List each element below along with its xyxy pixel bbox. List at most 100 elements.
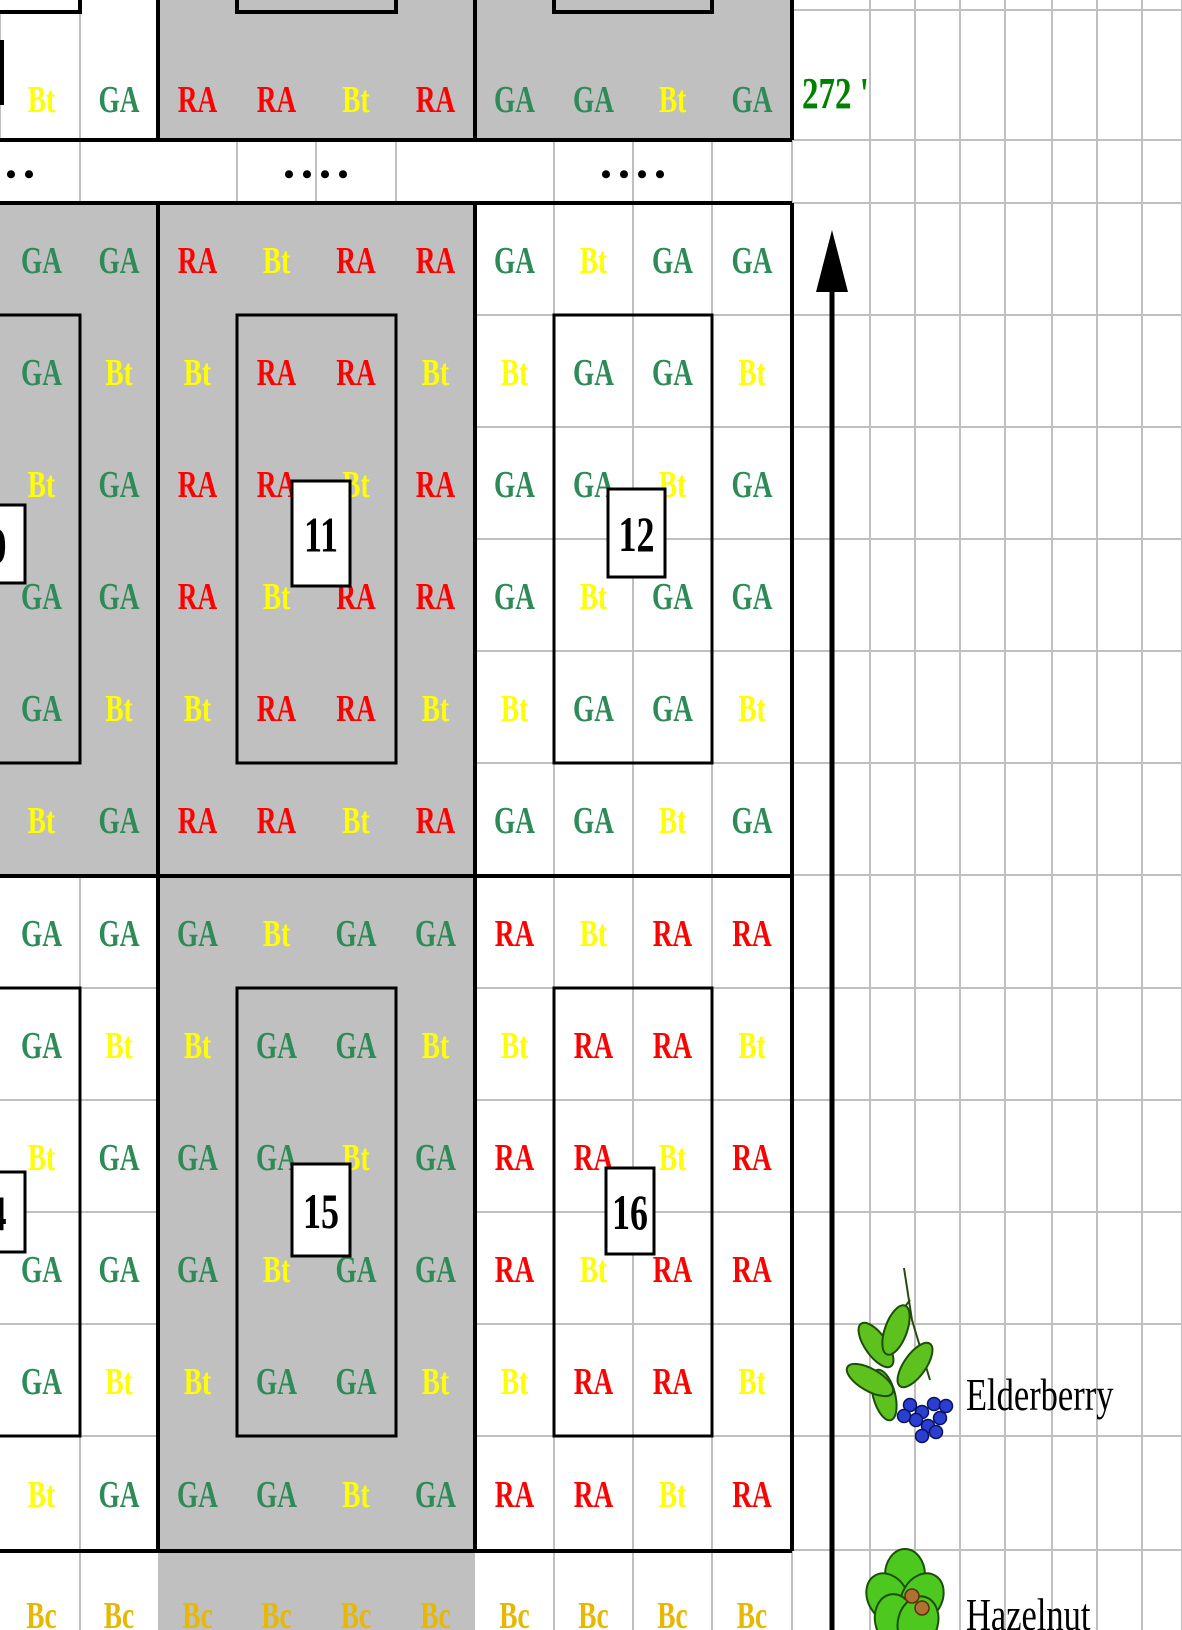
plant-code: GA <box>573 800 614 842</box>
plant-code: GA <box>335 913 376 955</box>
plant-code: Bt <box>105 1025 132 1067</box>
plant-code: GA <box>256 1025 297 1067</box>
plant-code: RA <box>653 1249 693 1291</box>
hazelnut-icon <box>858 1549 953 1630</box>
plant-code: RA <box>257 688 297 730</box>
ellipsis-dots: • • • • <box>284 158 349 191</box>
berry <box>916 1430 929 1443</box>
plant-code: Bc <box>182 1595 212 1630</box>
plot-number: 11 <box>304 508 338 563</box>
plant-code: Bt <box>28 1474 55 1516</box>
ellipsis-dots: • • • • <box>601 158 666 191</box>
plant-code: GA <box>98 1137 139 1179</box>
plant-code: RA <box>653 1361 693 1403</box>
legend-label-hazelnut: Hazelnut <box>966 1589 1091 1630</box>
plant-code: RA <box>257 352 297 394</box>
legend-label-elderberry: Elderberry <box>966 1369 1114 1420</box>
plant-code: GA <box>494 79 535 121</box>
plant-code: RA <box>178 79 218 121</box>
berry <box>934 1412 947 1425</box>
plant-code: RA <box>732 1137 772 1179</box>
plant-code: GA <box>335 1025 376 1067</box>
plant-code: RA <box>574 1474 614 1516</box>
plant-code: GA <box>21 576 62 618</box>
plant-code: GA <box>731 464 772 506</box>
plant-code: Bt <box>28 79 55 121</box>
plant-code: GA <box>21 1025 62 1067</box>
plot-number: 15 <box>303 1184 339 1239</box>
plant-code: Bt <box>580 1249 607 1291</box>
plant-code: GA <box>21 688 62 730</box>
plant-code: Bt <box>501 1025 528 1067</box>
plant-code: Bt <box>738 1361 765 1403</box>
border <box>0 0 80 12</box>
nut <box>915 1601 929 1615</box>
plant-code: GA <box>98 1474 139 1516</box>
edge-mark <box>0 40 4 105</box>
plant-code: RA <box>336 688 376 730</box>
plant-code: Bt <box>659 79 686 121</box>
berry <box>940 1400 953 1413</box>
plant-code: Bt <box>184 352 211 394</box>
plant-code: RA <box>416 240 456 282</box>
plant-code: Bt <box>263 913 290 955</box>
plant-code: GA <box>415 1249 456 1291</box>
plant-code: GA <box>98 913 139 955</box>
plant-code: RA <box>495 1249 535 1291</box>
plant-code: GA <box>177 1249 218 1291</box>
plant-code: RA <box>732 1249 772 1291</box>
plant-code: GA <box>335 1361 376 1403</box>
plant-code: GA <box>256 1474 297 1516</box>
plant-code: Bt <box>659 1137 686 1179</box>
plant-code: Bt <box>28 800 55 842</box>
berry <box>930 1426 943 1439</box>
plant-code: GA <box>731 576 772 618</box>
plant-code: RA <box>495 1474 535 1516</box>
plant-code: Bt <box>342 79 369 121</box>
plant-code: RA <box>336 352 376 394</box>
plant-code: Bt <box>184 688 211 730</box>
plant-code: RA <box>732 1474 772 1516</box>
plant-code: RA <box>416 79 456 121</box>
plant-code: GA <box>98 800 139 842</box>
plant-code: GA <box>731 240 772 282</box>
plant-code: Bc <box>341 1595 371 1630</box>
plant-code: GA <box>731 800 772 842</box>
plant-code: Bt <box>738 688 765 730</box>
plant-code: GA <box>415 913 456 955</box>
plant-code: Bt <box>422 1361 449 1403</box>
plant-code: Bc <box>420 1595 450 1630</box>
plant-code: GA <box>177 1137 218 1179</box>
plant-code: Bt <box>501 352 528 394</box>
plant-code: RA <box>574 1025 614 1067</box>
plant-code: GA <box>21 1249 62 1291</box>
length-label: 272 ' <box>802 70 869 119</box>
plant-code: Bt <box>28 464 55 506</box>
plant-code: GA <box>21 240 62 282</box>
plant-code: GA <box>21 913 62 955</box>
plant-code: Bt <box>738 352 765 394</box>
plot-number: 0 <box>0 518 6 573</box>
plant-code: Bt <box>342 800 369 842</box>
plant-code: Bt <box>580 240 607 282</box>
plant-code: GA <box>21 352 62 394</box>
plant-code: Bt <box>342 1474 369 1516</box>
plant-code: GA <box>98 1249 139 1291</box>
plant-code: RA <box>416 800 456 842</box>
plant-code: GA <box>573 79 614 121</box>
plant-code: Bt <box>501 1361 528 1403</box>
plant-code: RA <box>178 800 218 842</box>
plant-code: Bt <box>105 688 132 730</box>
plant-code: RA <box>257 800 297 842</box>
plant-code: RA <box>257 464 297 506</box>
plant-code: Bt <box>184 1361 211 1403</box>
plant-code: GA <box>494 576 535 618</box>
plant-code: RA <box>495 1137 535 1179</box>
berry <box>910 1414 923 1427</box>
plant-code: GA <box>98 240 139 282</box>
plant-code: Bt <box>105 352 132 394</box>
plant-code: GA <box>177 913 218 955</box>
plant-code: RA <box>257 79 297 121</box>
berry <box>898 1410 911 1423</box>
